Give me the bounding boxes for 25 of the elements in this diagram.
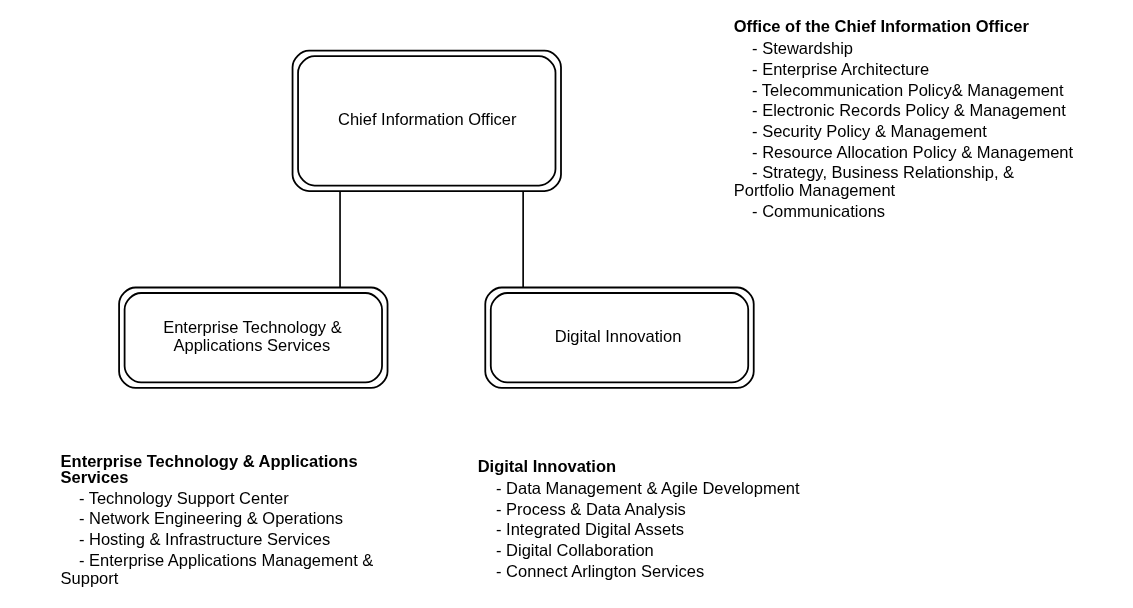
connector (522, 190, 524, 288)
node-label: Enterprise Technology & Applications Services (60, 451, 358, 487)
node-label: - Enterprise Applications Management & Support (60, 550, 374, 587)
node-label: - Digital Collaboration (496, 541, 654, 560)
node-label: - Hosting & Infrastructure Services (78, 530, 331, 549)
node-label: - Telecommunication Policy& Management (752, 80, 1064, 99)
node-label: - Enterprise Architecture (752, 59, 930, 78)
node-box: Digital Innovation (484, 286, 755, 389)
node-label: - Communications (752, 201, 886, 220)
connector (339, 190, 341, 288)
node-label: - Network Engineering & Operations (78, 509, 344, 528)
node-label: Office of the Chief Information Officer (733, 17, 1029, 36)
node-label: - Electronic Records Policy & Management (752, 101, 1066, 120)
node-label: Digital Innovation (477, 457, 617, 476)
node-box: Enterprise Technology & Applications Services (118, 286, 389, 389)
node-label: - Data Management & Agile Development (496, 479, 800, 498)
node-box: Chief Information Officer (291, 49, 562, 192)
node-label: - Strategy, Business Relationship, & Portfolio Management (733, 163, 1015, 200)
node-label: - Process & Data Analysis (496, 499, 686, 518)
node-label: - Security Policy & Management (752, 121, 987, 140)
node-label: - Integrated Digital Assets (496, 520, 685, 539)
node-label: - Technology Support Center (78, 488, 289, 507)
node-label: - Resource Allocation Policy & Management (752, 142, 1074, 161)
node-label: - Connect Arlington Services (496, 561, 705, 580)
node-label: - Stewardship (752, 39, 853, 58)
